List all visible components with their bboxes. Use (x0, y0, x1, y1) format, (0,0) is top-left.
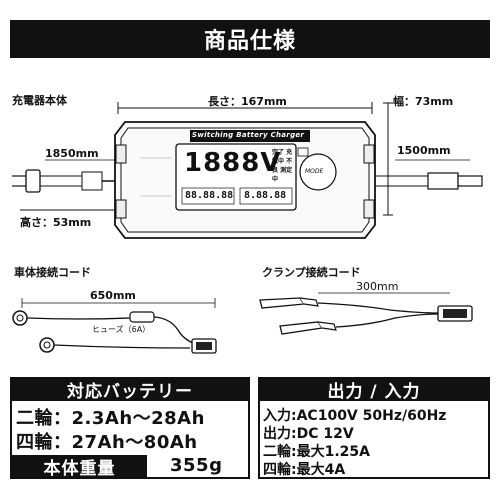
lcd-sub-readout-1: 88.88.88 (185, 190, 234, 201)
fuse-label: ヒューズ（6A） (92, 325, 151, 334)
io-row-output: 出力:DC 12V (263, 426, 354, 442)
length-dimension: 長さ：167mm (208, 95, 287, 108)
weight-label: 本体重量 (12, 455, 147, 479)
io-row-four-wheel: 四輪:最大4A (263, 462, 346, 478)
battery-row-two-wheel: 二輪：2.3Ah～28Ah (16, 408, 205, 429)
lcd-main-readout: 1888V (184, 148, 282, 178)
brand-label: Switching Battery Charger (192, 131, 305, 139)
charger-label: 充電器本体 (12, 94, 67, 107)
vehicle-cord-length: 650mm (90, 289, 136, 302)
io-panel-title: 出力 / 入力 (258, 377, 490, 402)
io-row-input: 入力:AC100V 50Hz/60Hz (263, 408, 447, 424)
mode-button[interactable]: MODE (305, 168, 324, 175)
lcd-sub-readout-2: 8.88.88 (244, 190, 287, 201)
width-dimension: 幅：73mm (393, 95, 454, 108)
clamp-cord-length: 300mm (356, 280, 399, 293)
vehicle-cord-label: 車体接続コード (14, 266, 91, 279)
height-dimension: 高さ：53mm (20, 216, 92, 229)
io-row-two-wheel: 二輪:最大1.25A (263, 444, 370, 460)
weight-value: 355g (170, 455, 223, 476)
lcd-status-text: 完了 充電中 不良 測定中 (272, 149, 293, 183)
cord-left-length: 1850mm (45, 147, 99, 160)
page-title: 商品仕様 (10, 20, 490, 58)
battery-row-four-wheel: 四輪：27Ah～80Ah (16, 432, 198, 453)
cord-right-length: 1500mm (397, 144, 451, 157)
clamp-cord-label: クランプ接続コード (262, 266, 361, 279)
battery-panel-title: 対応バッテリー (10, 377, 250, 402)
